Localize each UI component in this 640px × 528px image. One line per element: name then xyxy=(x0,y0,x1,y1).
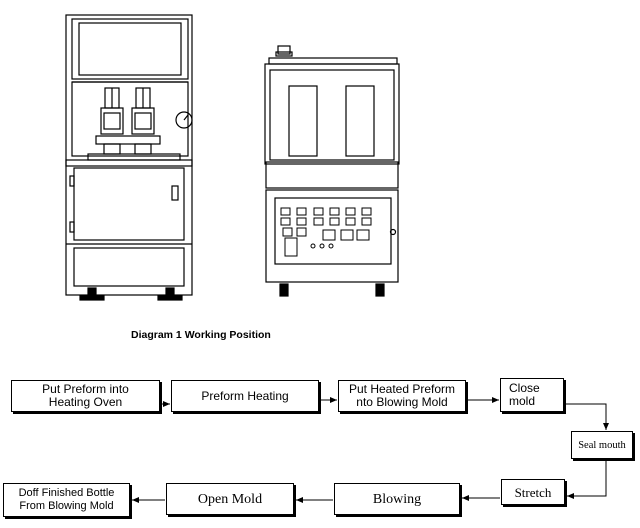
step-preform-heating: Preform Heating xyxy=(171,380,319,412)
diagram-caption: Diagram 1 Working Position xyxy=(131,329,271,341)
step-label: Put Preform into Heating Oven xyxy=(42,382,129,409)
step-label: Close mold xyxy=(509,381,540,408)
step-put-heated-preform-into-blowing-mold: Put Heated Preform nto Blowing Mold xyxy=(338,380,466,412)
step-label: Blowing xyxy=(372,491,422,507)
step-label: Put Heated Preform nto Blowing Mold xyxy=(348,382,456,409)
arrow-4 xyxy=(566,403,609,430)
step-doff-finished-bottle: Doff Finished Bottle From Blowing Mold xyxy=(3,483,130,517)
step-put-preform-into-heating-oven: Put Preform into Heating Oven xyxy=(11,380,160,412)
step-label: Seal mouth xyxy=(578,439,626,451)
step-label: Preform Heating xyxy=(201,388,289,403)
step-seal-mouth: Seal mouth xyxy=(571,431,633,459)
machine-illustrations xyxy=(65,14,400,301)
step-open-mold: Open Mold xyxy=(166,483,294,515)
step-close-mold: Close mold xyxy=(500,378,564,412)
arrow-5 xyxy=(567,461,607,499)
left-machine-front-view xyxy=(65,14,193,301)
step-stretch: Stretch xyxy=(501,479,565,505)
right-machine-side-view xyxy=(264,45,400,297)
step-label: Stretch xyxy=(514,484,552,500)
step-label: Doff Finished Bottle From Blowing Mold xyxy=(18,487,115,512)
step-blowing: Blowing xyxy=(334,483,460,515)
step-label: Open Mold xyxy=(197,491,263,507)
